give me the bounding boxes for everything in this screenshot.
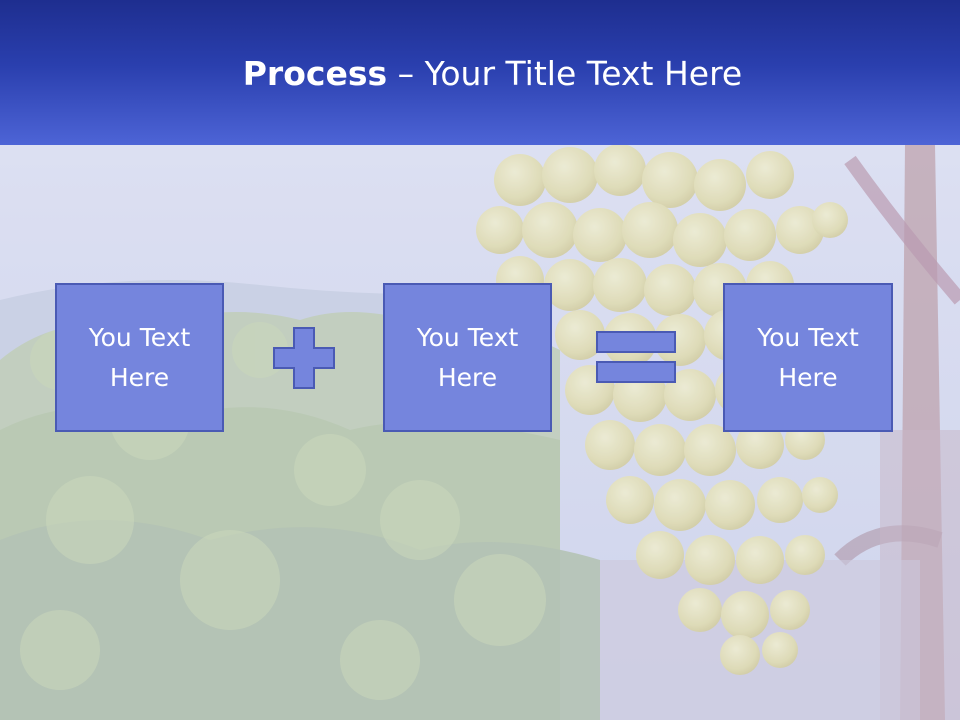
process-box-1[interactable]: You Text Here (55, 283, 224, 432)
equals-icon (596, 331, 676, 383)
slide-title: Process – Your Title Text Here (0, 52, 960, 96)
process-box-2-line1: You Text (416, 322, 519, 352)
title-rest-part: – Your Title Text Here (387, 54, 743, 93)
process-box-1-line2: Here (109, 362, 170, 392)
process-box-3-line2: Here (778, 362, 838, 392)
process-box-2-line2: Here (437, 362, 498, 392)
title-bar: Process – Your Title Text Here (0, 0, 960, 145)
process-box-2[interactable]: You Text Here (383, 283, 552, 432)
process-box-1-line1: You Text (88, 322, 191, 352)
process-box-3[interactable]: You Text Here (723, 283, 893, 432)
plus-icon (273, 327, 335, 389)
process-box-3-line1: You Text (757, 322, 859, 352)
title-bold-part: Process (242, 54, 388, 93)
